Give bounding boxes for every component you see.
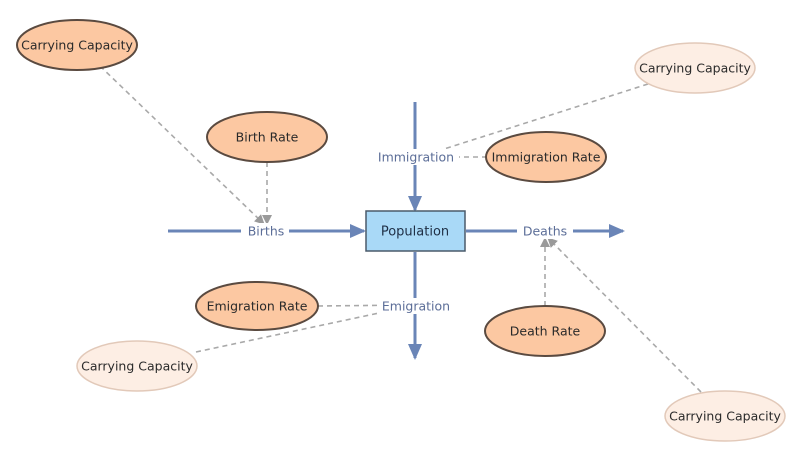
- variable-label: Carrying Capacity: [639, 61, 751, 76]
- variable-label: Carrying Capacity: [669, 409, 781, 424]
- flow-label-immigration: Immigration: [378, 150, 454, 165]
- link-capacity-to-births: [99, 65, 265, 225]
- ghost-carrying-capacity-deaths[interactable]: Carrying Capacity: [664, 390, 786, 442]
- variable-label: Carrying Capacity: [21, 38, 133, 53]
- link-emigrationrate-to-emigration: [317, 300, 415, 311]
- variable-death-rate[interactable]: Death Rate: [484, 305, 606, 357]
- flow-labels: Births Deaths Immigration Emigration: [241, 149, 573, 314]
- flow-label-births: Births: [248, 224, 285, 239]
- variable-label: Birth Rate: [236, 130, 299, 145]
- variable-birth-rate[interactable]: Birth Rate: [206, 111, 328, 163]
- variable-label: Death Rate: [510, 324, 581, 339]
- variable-label: Emigration Rate: [207, 299, 308, 314]
- ghost-carrying-capacity-emigration[interactable]: Carrying Capacity: [76, 340, 198, 392]
- link-capacity-to-deaths: [547, 237, 702, 393]
- variable-label: Immigration Rate: [492, 150, 601, 165]
- variable-immigration-rate[interactable]: Immigration Rate: [485, 131, 607, 183]
- stock-population[interactable]: Population: [365, 210, 466, 252]
- influence-links: [99, 65, 702, 393]
- stock-label: Population: [381, 225, 449, 240]
- flow-label-deaths: Deaths: [523, 224, 567, 239]
- ghost-carrying-capacity-immigration[interactable]: Carrying Capacity: [634, 42, 756, 94]
- variable-emigration-rate[interactable]: Emigration Rate: [195, 281, 319, 331]
- variable-label: Carrying Capacity: [81, 359, 193, 374]
- variable-carrying-capacity-births[interactable]: Carrying Capacity: [16, 19, 138, 71]
- flow-label-emigration: Emigration: [382, 299, 450, 314]
- link-capacity-to-emigration: [195, 302, 413, 353]
- link-capacity-to-immigration: [418, 83, 649, 160]
